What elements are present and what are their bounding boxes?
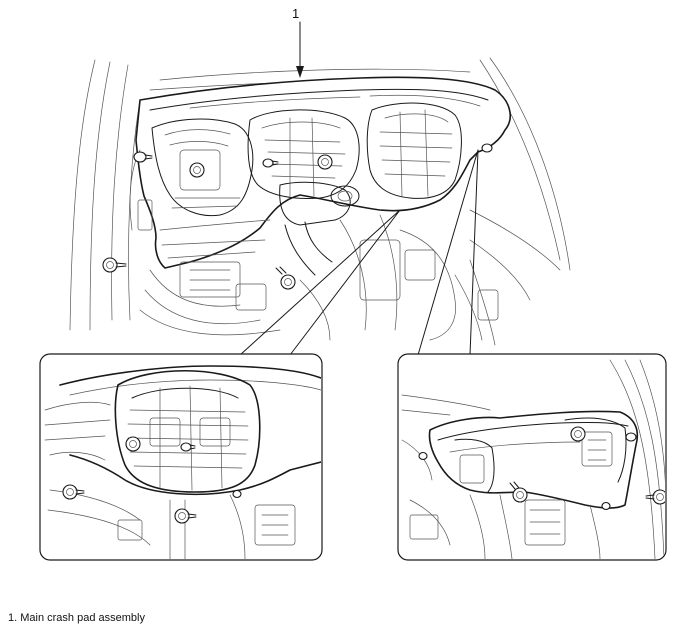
callout-arrowhead [296, 66, 304, 78]
zoom-line-right-b [469, 149, 479, 356]
detail-left-bolt-3 [62, 484, 85, 500]
detail-view-right [397, 353, 667, 561]
bolt-lower-center [275, 266, 296, 290]
bolt-lower-left [102, 257, 127, 273]
detail-right-bolt-1 [570, 426, 586, 442]
bolt-left-side [133, 151, 153, 163]
detail-left-bolt-4 [174, 508, 197, 524]
zoom-line-left-a [239, 209, 401, 356]
detail-right-bolt-5 [418, 451, 428, 461]
detail-left-bolt-1 [125, 436, 141, 452]
main-view [69, 21, 571, 356]
bolt-center [317, 154, 333, 170]
detail-right-bolt-6 [601, 501, 611, 511]
bolt-right-side [481, 143, 493, 153]
detail-right-bolt-3 [509, 481, 528, 503]
detail-view-left [39, 353, 323, 561]
steering-column [279, 181, 360, 276]
zoom-line-left-b [289, 209, 401, 356]
detail-left-bolt-2 [180, 442, 196, 452]
left-a-pillar [69, 59, 141, 331]
detail-left-bolt-5 [232, 489, 242, 499]
right-a-pillar [469, 57, 571, 301]
detail-right-bolt-4 [645, 489, 665, 505]
zoom-line-right-a [417, 149, 479, 356]
detail-right-bolt-2 [625, 432, 637, 442]
bolt-center-small [262, 158, 279, 168]
callout-number: 1 [292, 6, 300, 21]
bolt-cluster [189, 162, 205, 178]
figure-legend: 1. Main crash pad assembly [8, 612, 145, 624]
